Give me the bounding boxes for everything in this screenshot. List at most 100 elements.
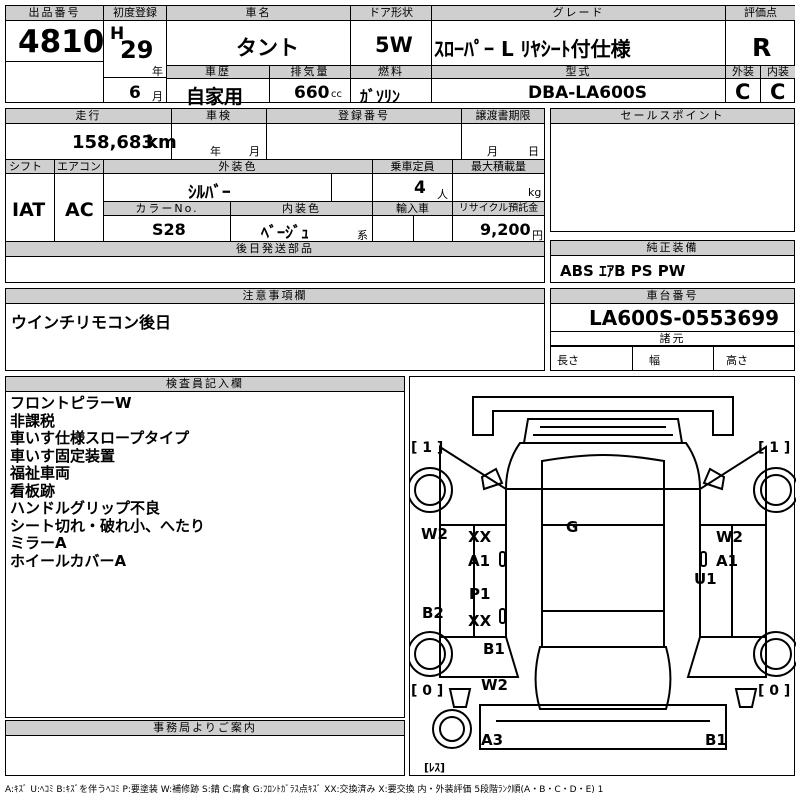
equipment-label: 純正装備 [551,241,794,256]
inspector-line: 車いす固定装置 [10,446,116,465]
inspector-notes: フロントピラーW 非課税 車いす仕様スロープタイプ 車いす固定装置 福祉車両 看… [10,394,206,570]
rl-tire-mark: [ 0 ] [411,683,444,699]
inspector-line: ミラーA [10,534,67,552]
recycle-value: 9,200 [480,220,531,239]
color-no-value: S28 [152,220,186,239]
inspector-line: 車いす仕様スロープタイプ [10,429,190,447]
era-value: H [110,24,125,44]
right-front-mark-2: A1 [716,552,739,570]
chassis-value: LA600S-0553699 [589,306,780,330]
color-no-label: カラーNo. [104,202,230,216]
left-sill-mark: B2 [422,604,444,622]
grade-label: グレード [432,6,725,21]
car-diagram: [ 1 ] [ 1 ] [ 0 ] [ 0 ] [ﾚｽ] G W2 XX A1 … [409,376,796,776]
inspection-label: 車検 [172,109,266,124]
inspector-line: フロントピラーW [10,394,132,412]
fuel-value: ｶﾞｿﾘﾝ [360,87,401,106]
notes-value: ウインチリモコン後日 [11,313,172,332]
header-section: 出品番号 4810 初度登録 H 29 年 6 月 車名 タント ドア形状 5W… [5,5,795,108]
left-rear-mark-1: B1 [483,640,505,658]
transfer-label: 譲渡書期限 [462,109,544,124]
fl-tire-mark: [ 1 ] [411,440,444,456]
left-front-door-edge-mark: W2 [421,525,448,543]
score-value: R [752,33,772,62]
displacement-unit: cc [331,89,342,100]
car-name-label: 車名 [167,6,350,21]
office-section: 事務局よりご案内 [5,720,405,776]
inspection-month-unit: 月 [249,145,260,158]
chassis-section: 車台番号 LA600S-0553699 諸元 長さ 幅 高さ [550,288,795,371]
width-label: 幅 [649,354,660,367]
grade-value: ｽﾛｰﾊﾟｰ L ﾘﾔｼｰﾄ付仕様 [434,37,631,61]
rear-right-mark: B1 [705,731,727,749]
inspector-line: 非課税 [10,411,56,430]
fuel-label: 燃料 [351,66,431,79]
int-color-label: 内装色 [231,202,372,216]
model-code-label: 型式 [432,66,725,79]
month-value: 6 [129,83,141,103]
sales-point-label: セールスポイント [551,109,794,124]
transfer-day-unit: 日 [528,145,539,158]
inspector-section: 検査員記入欄 フロントピラーW 非課税 車いす仕様スロープタイプ 車いす固定装置… [5,376,405,718]
height-label: 高さ [726,354,748,367]
recycle-label: リサイクル預託金 [453,202,544,216]
exterior-label: 外装 [726,66,760,79]
lot-no-value: 4810 [18,24,105,60]
year-value: 29 [120,36,154,64]
length-label: 長さ [557,354,579,367]
right-front-mark-3: U1 [694,570,717,588]
notes-label: 注意事項欄 [6,289,544,304]
int-color-unit: 系 [357,229,368,242]
shift-label: シフト [6,160,54,174]
max-load-label: 最大積載量 [453,160,544,174]
capacity-value: 4 [414,178,426,198]
aircon-value: AC [65,199,94,221]
lot-no-label: 出品番号 [6,6,103,21]
rear-left-mark: A3 [481,731,504,749]
first-reg-label: 初度登録 [104,6,166,21]
office-label: 事務局よりご案内 [6,721,404,736]
door-label: ドア形状 [351,6,431,21]
interior-grade: C [770,80,786,104]
left-rear-mark-2: W2 [481,676,508,694]
shift-value: IAT [12,199,46,221]
spec-label: 諸元 [551,332,794,346]
door-value: 5W [375,33,413,57]
car-outline [410,396,796,750]
month-unit: 月 [152,90,163,103]
history-value: 自家用 [186,86,244,108]
rr-tire-mark: [ 0 ] [758,683,791,699]
ext-color-value: ｼﾙﾊﾞｰ [188,183,231,203]
later-parts-label: 後日発送部品 [6,242,544,257]
left-front-door-mark-2: A1 [468,552,491,570]
damage-legend: A:ｷｽﾞ U:ﾍｺﾐ B:ｷｽﾞを伴うﾍｺﾐ P:要塗装 W:補修跡 S:錆 … [5,785,604,795]
recycle-unit: 円 [532,229,543,242]
car-name-value: タント [236,36,299,60]
mileage-label: 走行 [6,109,171,124]
mileage-value: 158,683 [72,132,154,153]
roof-mark: G [566,518,579,536]
notes-section: 注意事項欄 ウインチリモコン後日 [5,288,545,371]
capacity-label: 乗車定員 [373,160,452,174]
inspector-line: 福祉車両 [10,464,71,482]
interior-label: 内装 [761,66,795,79]
displacement-label: 排気量 [270,66,350,79]
details-section: 走行 車検 登録番号 譲渡書期限 158,683 km 年 月 月 日 シフト … [5,108,545,283]
inspector-line: 看板跡 [10,481,56,500]
import-label: 輸入車 [373,202,452,216]
model-code-value: DBA-LA600S [528,83,647,103]
spare-tire-mark: [ﾚｽ] [424,761,446,774]
left-slide-door-mark-1: P1 [469,585,491,603]
exterior-grade: C [735,80,751,104]
left-front-door-mark-1: XX [468,528,492,546]
ext-color-label: 外装色 [104,160,372,174]
year-unit: 年 [152,65,163,78]
equipment-section: 純正装備 ABS ｴｱB PS PW [550,240,795,283]
left-slide-door-mark-2: XX [468,612,492,630]
inspector-line: シート切れ・破れ小、へたり [10,516,206,535]
displacement-value: 660 [294,83,330,103]
aircon-label: エアコン [55,160,103,174]
inspector-line: ホイールカバーA [10,551,127,570]
fr-tire-mark: [ 1 ] [758,440,791,456]
reg-no-label: 登録番号 [267,109,461,124]
